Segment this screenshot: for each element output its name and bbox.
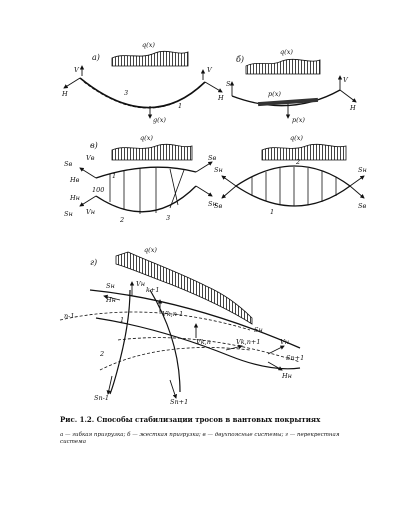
v-sn-right: Sн: [208, 200, 217, 208]
cable-dashed-2: [99, 347, 251, 371]
g-q-label: q(x): [144, 246, 157, 254]
v2-num-1: 1: [270, 208, 274, 216]
upper-belt-v2: [235, 165, 351, 187]
panel-b-label: б): [236, 55, 244, 64]
a-num-1: 1: [178, 102, 182, 110]
caption-title: Рис. 1.2. Способы стабилизации тросов в …: [60, 415, 321, 424]
v2-sn-right: Sн: [358, 166, 367, 174]
v-num-2: 2: [119, 216, 124, 224]
v2-sv-left: Sв: [214, 202, 222, 210]
v-hv-left: Hв: [69, 176, 80, 184]
v-hundred: 100: [92, 186, 104, 194]
g-vk-n1: Vk,n-1: [162, 310, 183, 318]
load-diagram-v: [111, 143, 193, 161]
panel-v-label: в): [90, 141, 98, 150]
v-sv-right: Sв: [208, 154, 216, 162]
panel-v-right: q(x) Sн Sв Sн Sв 2 1: [214, 134, 367, 216]
panel-a-label: а): [92, 53, 100, 62]
v-sv-left: Sв: [64, 160, 72, 168]
v2-sn-left: Sн: [214, 166, 223, 174]
v-num-1: 1: [112, 172, 116, 180]
a-v-left: V: [74, 66, 80, 74]
g-num-2: 2: [99, 350, 104, 358]
v2-q-label: q(x): [290, 134, 303, 142]
g-hn: Hн: [105, 296, 116, 304]
a-v-right: V: [207, 66, 213, 74]
a-h-left: H: [61, 90, 68, 98]
v-vn-left: Vн: [86, 208, 95, 216]
a-num-3: 3: [124, 89, 128, 97]
g-hn-right: Hн: [281, 372, 292, 380]
v2-sv-right: Sв: [358, 202, 366, 210]
v2-num-2: 2: [295, 158, 300, 166]
cable-n: [109, 289, 131, 395]
g-sn: Sн: [106, 282, 115, 290]
load-diagram-q-b: [245, 58, 321, 75]
lower-belt-v2: [235, 185, 351, 207]
v-q-label: q(x): [140, 134, 153, 142]
cable-a: [79, 77, 206, 109]
a-g-label: g(x): [153, 116, 166, 124]
v-num-3: 3: [166, 214, 170, 222]
cable-dashed-1: [59, 311, 251, 331]
panel-b: б) q(x) S V H p(x) p(x): [226, 48, 357, 124]
b-v-right: V: [343, 76, 349, 84]
b-p-label2: p(x): [268, 90, 281, 98]
panel-v-left: в) q(x) Sв Sн Sв Sн Hв Hн Vв: [64, 134, 217, 224]
g-vk-n: Vk,n: [196, 338, 211, 346]
g-sn-right: Sн: [254, 326, 263, 334]
load-diagram-q: [111, 50, 189, 67]
b-s-left: S: [226, 80, 231, 88]
rigid-loading-b: [257, 97, 319, 107]
v-sn-left: Sн: [64, 210, 73, 218]
b-q-label: q(x): [280, 48, 293, 56]
g-sn-plus: Sn+1: [286, 354, 304, 362]
figure-legend: а — гибкая пригрузка; б — жесткая пригру…: [60, 432, 340, 445]
cable-stabilization-figure: а) q(x) V V H H g(x) 3 1 б) q(x): [59, 41, 367, 406]
b-h-right: H: [349, 104, 356, 112]
q-label: q(x): [142, 41, 155, 49]
g-n-1: n-1: [64, 312, 75, 320]
load-diagram-v2: [261, 143, 347, 161]
g-num-1: 1: [120, 316, 124, 324]
g-sn-plus-bottom: Sn+1: [170, 398, 188, 406]
g-sn-minus: Sn-1: [94, 394, 109, 402]
lower-belt-v: [95, 185, 197, 213]
load-diagram-g: [115, 251, 253, 325]
cable-dashed-3: [117, 337, 301, 363]
b-p-label: p(x): [292, 116, 305, 124]
v-vv-left: Vв: [86, 154, 95, 162]
flexible-loading-a: [83, 81, 201, 109]
a-h-right: H: [217, 94, 224, 102]
g-k1: k+1: [146, 286, 160, 294]
g-vn: Vн: [136, 280, 145, 288]
cable-n1: [149, 289, 181, 393]
figure-caption: Рис. 1.2. Способы стабилизации тросов в …: [60, 415, 360, 425]
cable-k: [89, 289, 301, 349]
panel-a: а) q(x) V V H H g(x) 3 1: [61, 41, 224, 124]
g-vk-n-plus: Vk,n+1: [236, 338, 260, 346]
cable-k-1: [95, 317, 301, 370]
v-hn-left: Hн: [69, 194, 80, 202]
upper-belt-v: [95, 166, 197, 179]
g-vn-right: Vн: [280, 338, 289, 346]
panel-g: г) q(x) Sн Hн V: [59, 246, 304, 406]
panel-g-label: г): [90, 258, 97, 267]
